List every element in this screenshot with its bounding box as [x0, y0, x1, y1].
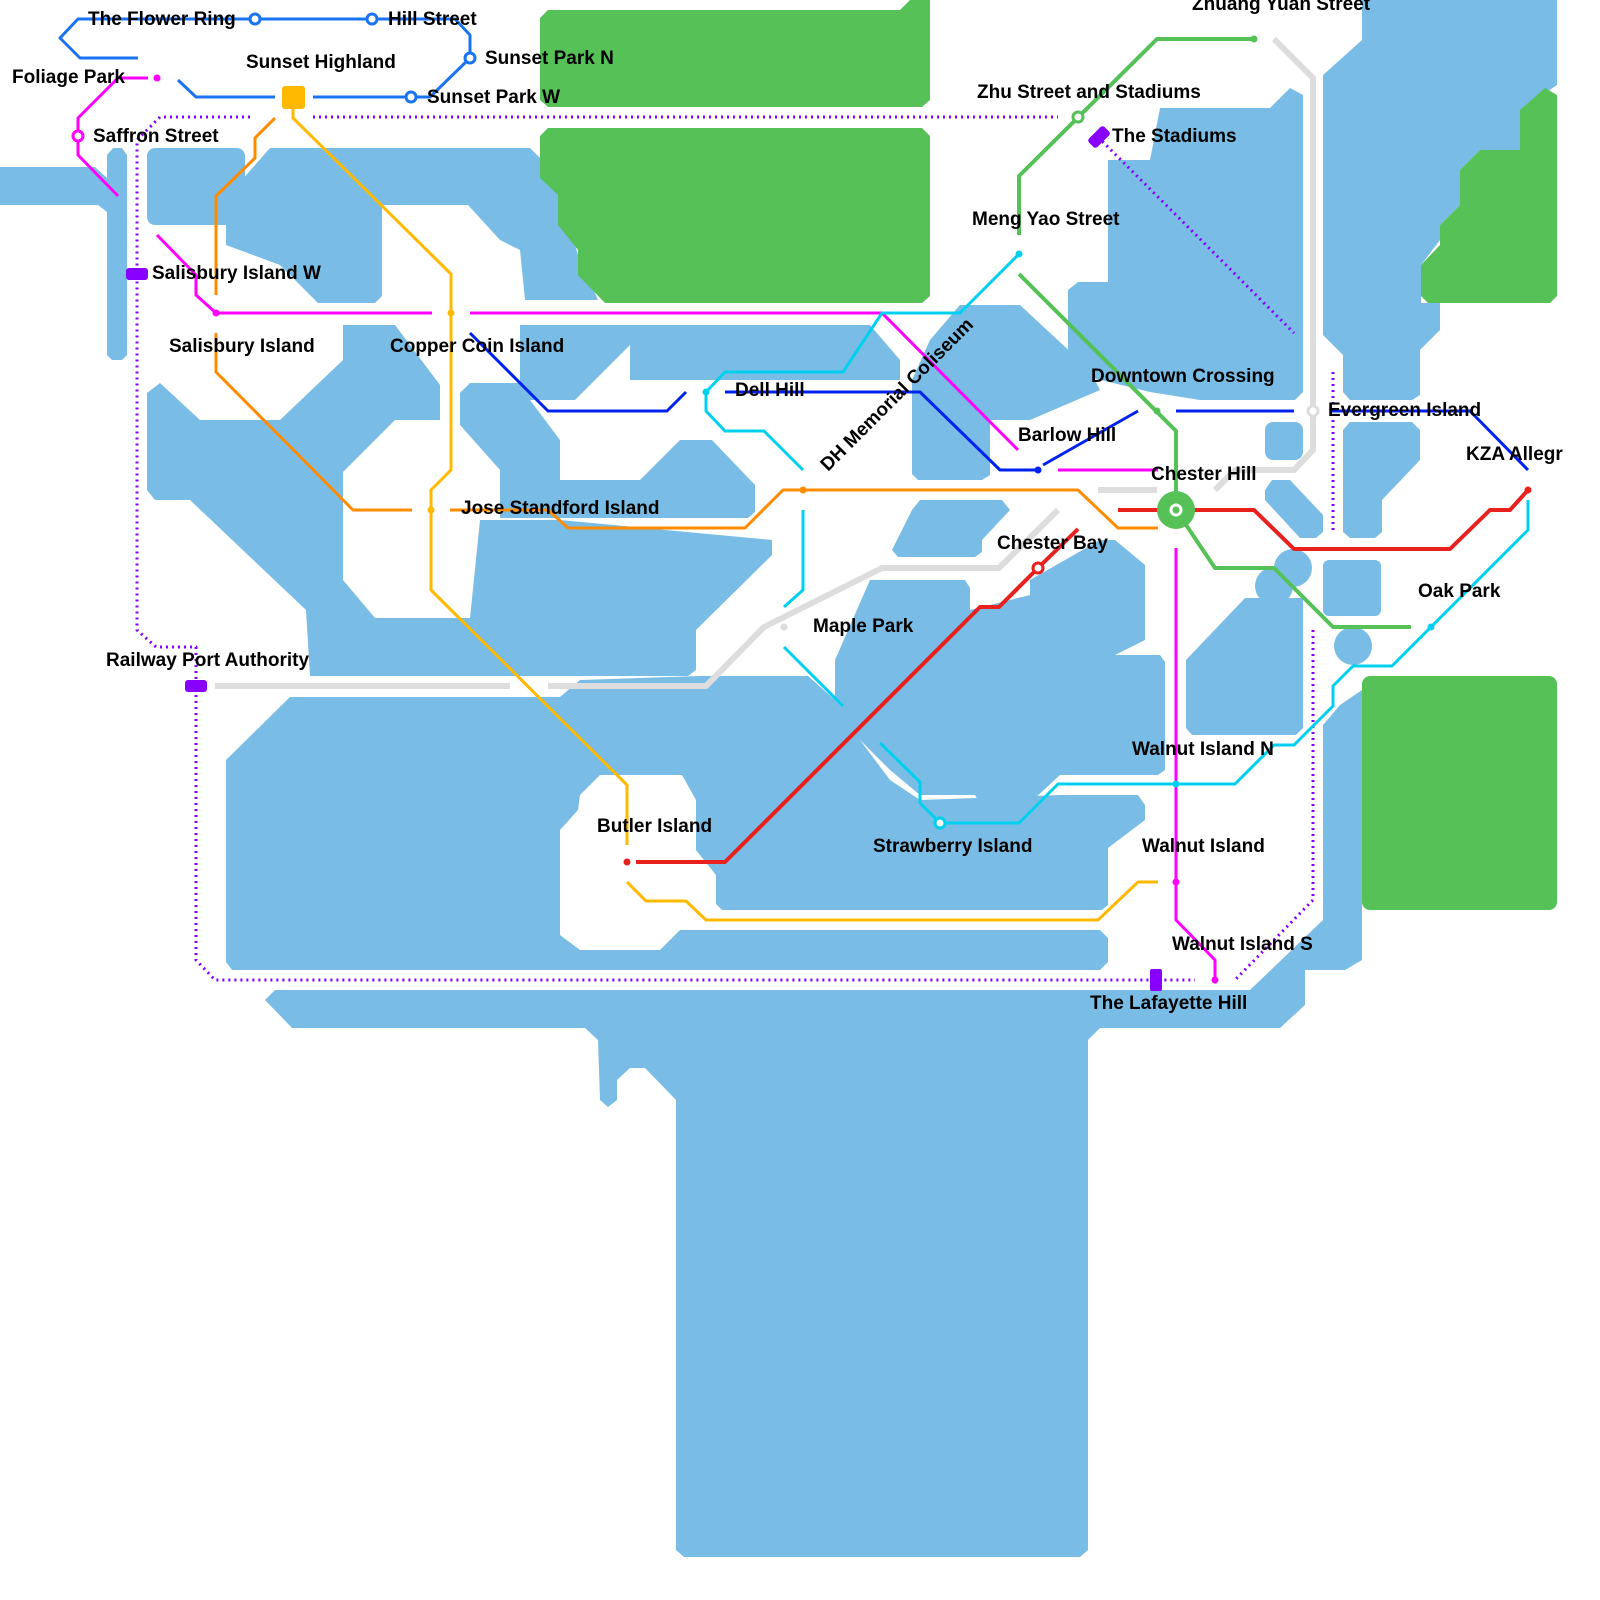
station-marker-strawberry[interactable]: [933, 816, 947, 830]
station-marker-railway-port[interactable]: [185, 680, 207, 692]
station-marker-salisbury-island-w[interactable]: [126, 268, 148, 280]
water-east: [1323, 0, 1557, 400]
station-marker-chester-bay[interactable]: [1031, 561, 1045, 575]
station-marker-dell-hill[interactable]: [702, 388, 710, 396]
station-marker-chester-hill[interactable]: [1157, 491, 1195, 529]
water-islet: [1265, 422, 1303, 460]
water-islet-2: [1265, 480, 1323, 538]
water-maple: [835, 540, 1165, 812]
station-marker-butler-island[interactable]: [623, 858, 631, 866]
park-north: [540, 0, 930, 107]
label-zhu-street: Zhu Street and Stadiums: [977, 82, 1201, 103]
park-layer: [540, 0, 1557, 910]
label-walnut-island-s: Walnut Island S: [1172, 934, 1313, 955]
water-south-harbour: [265, 690, 1362, 1557]
station-marker-sunset-park-n[interactable]: [463, 51, 477, 65]
water-block: [147, 148, 245, 225]
label-foliage-park: Foliage Park: [12, 67, 125, 88]
station-marker-dh-memorial[interactable]: [799, 486, 807, 494]
station-marker-walnut-island[interactable]: [1172, 878, 1180, 886]
line-green[interactable]: [1017, 37, 1411, 629]
label-chester-bay: Chester Bay: [997, 533, 1108, 554]
label-sunset-highland: Sunset Highland: [246, 52, 396, 73]
water-stadiums: [1068, 88, 1303, 400]
water-islet-3: [1323, 560, 1381, 616]
water-north-bay: [226, 148, 598, 303]
line-orange[interactable]: [214, 116, 1158, 530]
label-hill-street: Hill Street: [388, 9, 477, 30]
station-marker-sunset-park-w[interactable]: [404, 90, 418, 104]
park-central: [540, 128, 930, 303]
line-gray[interactable]: [215, 36, 1316, 689]
station-marker-flower-ring[interactable]: [248, 12, 262, 26]
label-walnut-island-n: Walnut Island N: [1132, 739, 1274, 760]
label-copper-coin: Copper Coin Island: [390, 336, 564, 357]
label-sunset-park-w: Sunset Park W: [427, 87, 560, 108]
station-marker-oak-park[interactable]: [1427, 623, 1435, 631]
line-red[interactable]: [636, 488, 1530, 864]
station-marker-chester-hill-inner: [1169, 503, 1183, 517]
station-marker-walnut-island-n[interactable]: [1172, 780, 1180, 788]
label-kza-allegr: KZA Allegr: [1466, 444, 1563, 465]
water-salisbury: [147, 325, 772, 676]
label-saffron-street: Saffron Street: [93, 126, 219, 147]
label-salisbury-island-w: Salisbury Island W: [152, 263, 321, 284]
label-flower-ring: The Flower Ring: [88, 9, 236, 30]
label-butler-island: Butler Island: [597, 816, 712, 837]
line-navy[interactable]: [468, 331, 1530, 472]
water-chester-bay-island: [892, 500, 1010, 557]
label-salisbury-island: Salisbury Island: [169, 336, 315, 357]
label-walnut-island: Walnut Island: [1142, 836, 1265, 857]
park-southeast: [1362, 676, 1557, 910]
water-evergreen: [1343, 422, 1420, 538]
station-marker-salisbury-island[interactable]: [212, 309, 220, 317]
station-marker-barlow-hill[interactable]: [1034, 466, 1042, 474]
label-dell-hill: Dell Hill: [735, 380, 805, 401]
label-oak-park: Oak Park: [1418, 581, 1501, 602]
water-west-strip: [0, 148, 127, 360]
station-marker-walnut-island-s[interactable]: [1211, 976, 1219, 984]
label-railway-port: Railway Port Authority: [106, 650, 309, 671]
stations-layer: [71, 12, 1532, 991]
line-purple-dotted[interactable]: [135, 115, 1335, 982]
station-marker-sunset-highland[interactable]: [282, 86, 305, 109]
label-lafayette-hill: The Lafayette Hill: [1090, 993, 1247, 1014]
station-marker-zhu-street[interactable]: [1071, 110, 1085, 124]
label-evergreen: Evergreen Island: [1328, 400, 1481, 421]
label-meng-yao: Meng Yao Street: [972, 209, 1120, 230]
station-marker-jose-standford[interactable]: [427, 506, 435, 514]
station-marker-maple-park[interactable]: [780, 623, 788, 631]
label-jose-standford: Jose Standford Island: [461, 498, 659, 519]
station-marker-downtown-crossing[interactable]: [1153, 407, 1161, 415]
line-gold[interactable]: [291, 108, 1158, 922]
station-marker-kza-allegr[interactable]: [1524, 486, 1532, 494]
label-downtown-crossing: Downtown Crossing: [1091, 366, 1275, 387]
label-barlow-hill: Barlow Hill: [1018, 425, 1116, 446]
label-chester-hill: Chester Hill: [1151, 464, 1257, 485]
station-marker-hill-street[interactable]: [365, 12, 379, 26]
station-marker-foliage-park[interactable]: [153, 74, 161, 82]
label-zhuang-yuan: Zhuang Yuan Street: [1192, 0, 1371, 15]
label-the-stadiums: The Stadiums: [1112, 126, 1237, 147]
station-marker-meng-yao[interactable]: [1015, 250, 1023, 258]
line-flower-ring[interactable]: [58, 17, 472, 99]
line-cyan[interactable]: [704, 252, 1530, 825]
water-walnut: [1186, 598, 1303, 735]
station-marker-the-stadiums[interactable]: [1087, 125, 1111, 149]
station-marker-lafayette-hill[interactable]: [1150, 969, 1162, 991]
park-east: [1421, 88, 1557, 303]
lines-layer: [58, 17, 1530, 982]
water-southwest: [226, 676, 1145, 970]
label-maple-park: Maple Park: [813, 616, 914, 637]
station-marker-saffron-street[interactable]: [71, 129, 85, 143]
label-sunset-park-n: Sunset Park N: [485, 48, 614, 69]
label-strawberry: Strawberry Island: [873, 836, 1032, 857]
water-coliseum: [912, 305, 1100, 480]
station-marker-copper-coin[interactable]: [447, 309, 455, 317]
station-marker-zhuang-yuan[interactable]: [1250, 35, 1258, 43]
water-layer: [0, 0, 1557, 1557]
water-round-3: [1334, 627, 1372, 665]
station-marker-evergreen[interactable]: [1306, 404, 1320, 418]
